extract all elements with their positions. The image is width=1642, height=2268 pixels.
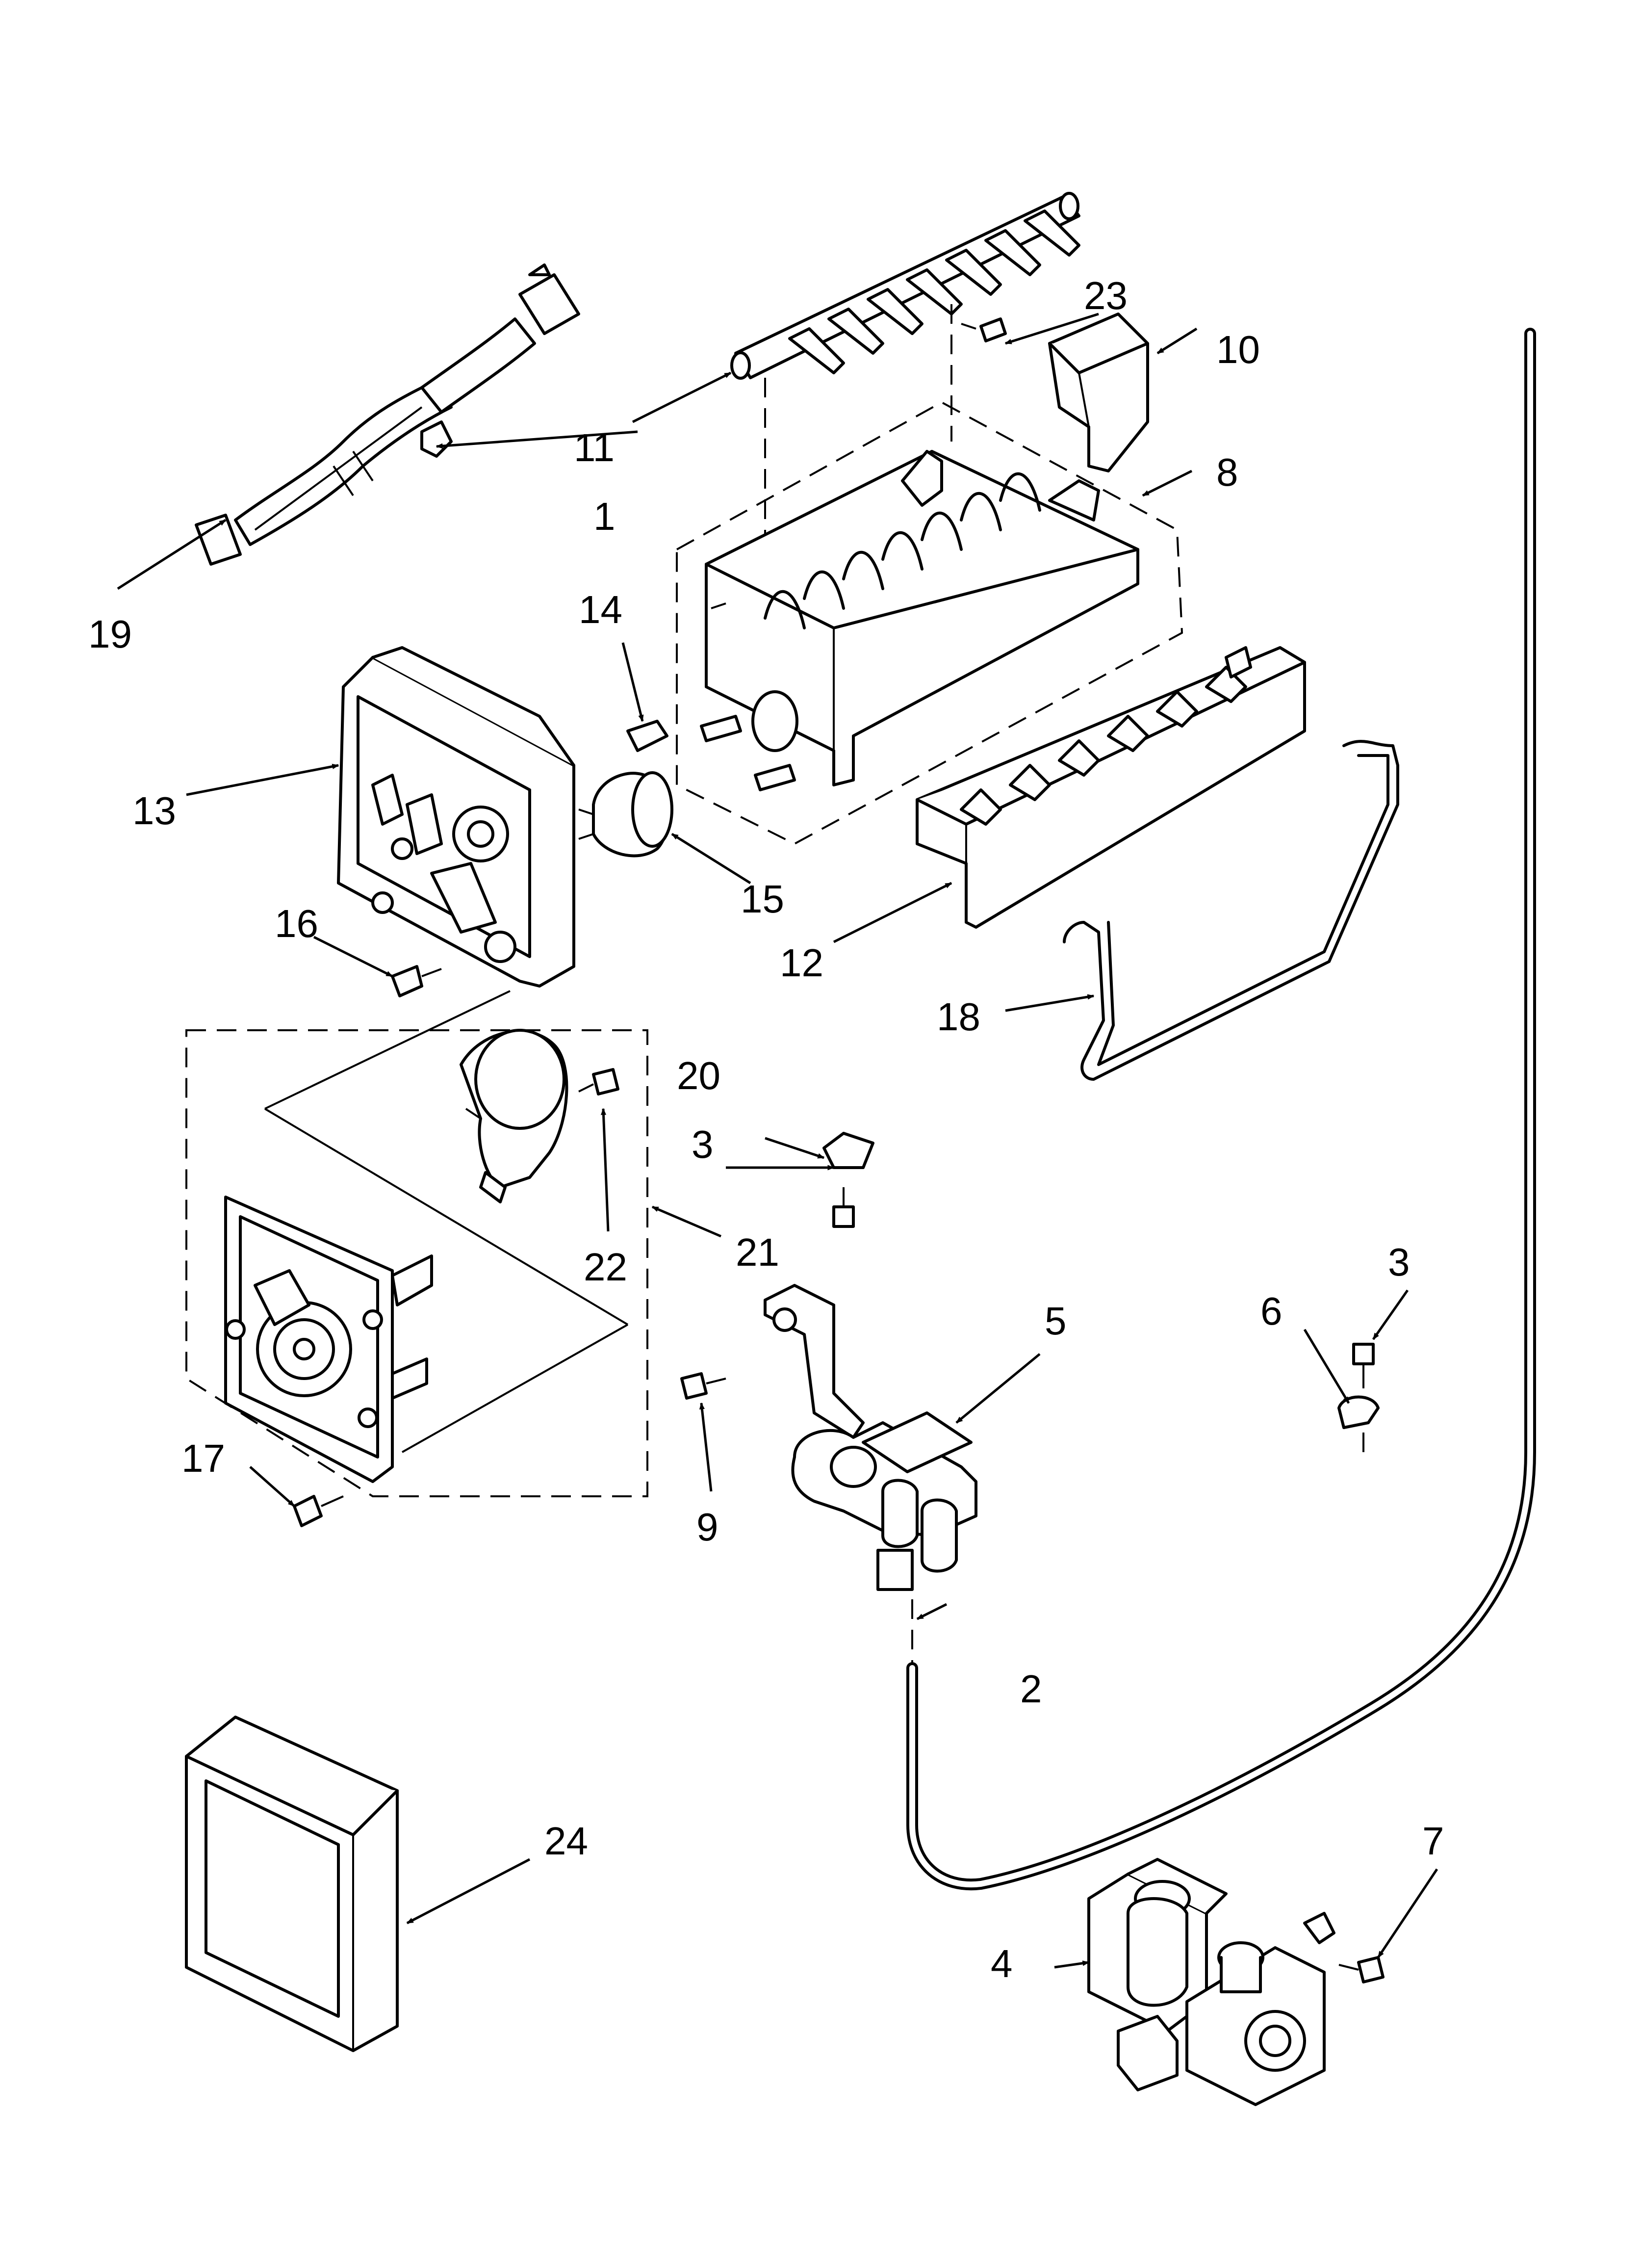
callout-24: 24: [544, 1819, 588, 1863]
callout-12: 12: [780, 941, 823, 985]
inlet-valve-part-5: [764, 1284, 977, 1591]
callout-17: 17: [181, 1436, 225, 1480]
screw-part-17: [293, 1495, 344, 1527]
leader-lines: [117, 313, 1438, 1969]
callout-22: 22: [584, 1245, 627, 1289]
callout-1: 1: [593, 495, 616, 538]
callout-8: 8: [1216, 450, 1238, 494]
callout-21: 21: [736, 1230, 779, 1274]
water-valve-part-4: [1087, 1858, 1335, 2106]
callout-5: 5: [1045, 1299, 1067, 1343]
callout-18: 18: [937, 995, 980, 1039]
callout-4: 4: [991, 1942, 1013, 1985]
mold-cover-part: [1048, 313, 1149, 472]
callout-3-right: 3: [1388, 1240, 1410, 1284]
motor-module-part: [185, 990, 648, 1497]
screw-part-16: [391, 965, 442, 997]
callout-23: 23: [1084, 274, 1128, 317]
tube-clip-part-20: [822, 1132, 874, 1169]
callout-labels: 1 2 3 3 4 5 6 7 8 9 10 11 12 13 14 15 16…: [88, 274, 1444, 1985]
shutoff-arm-part: [1063, 740, 1399, 1081]
callout-11: 11: [574, 426, 615, 469]
drive-motor-part: [460, 1029, 568, 1203]
ice-stripper-part: [916, 646, 1306, 929]
thermostat-part: [578, 771, 673, 858]
screw-part-22: [578, 1068, 619, 1095]
callout-10: 10: [1216, 328, 1260, 371]
callout-13: 13: [132, 789, 176, 833]
ice-mold-part: [676, 304, 1183, 845]
callout-9: 9: [696, 1505, 718, 1549]
screw-part-23: [961, 317, 1007, 342]
tube-clip-part-6: [1337, 1395, 1380, 1452]
callout-3-left: 3: [692, 1122, 714, 1166]
screw-part-3-left: [832, 1187, 855, 1228]
callout-16: 16: [275, 902, 318, 945]
water-tube-part: [906, 328, 1536, 1891]
callout-20: 20: [677, 1054, 720, 1097]
screw-part-7: [1338, 1956, 1385, 1983]
callout-14: 14: [579, 588, 622, 631]
ejector-shaft-part: [730, 192, 1080, 380]
screw-part-9: [680, 1372, 726, 1400]
thermostat-clip-part: [626, 720, 668, 752]
callout-19: 19: [88, 612, 132, 656]
control-housing-part: [337, 646, 575, 988]
callout-6: 6: [1260, 1289, 1283, 1333]
callout-2: 2: [1020, 1667, 1042, 1711]
callout-15: 15: [741, 877, 784, 921]
harness-clip-part: [420, 420, 453, 458]
screw-part-3-right: [1352, 1343, 1375, 1388]
gasket-part: [185, 1716, 399, 2052]
wire-harness-part: [195, 263, 580, 566]
callout-7: 7: [1422, 1819, 1444, 1863]
